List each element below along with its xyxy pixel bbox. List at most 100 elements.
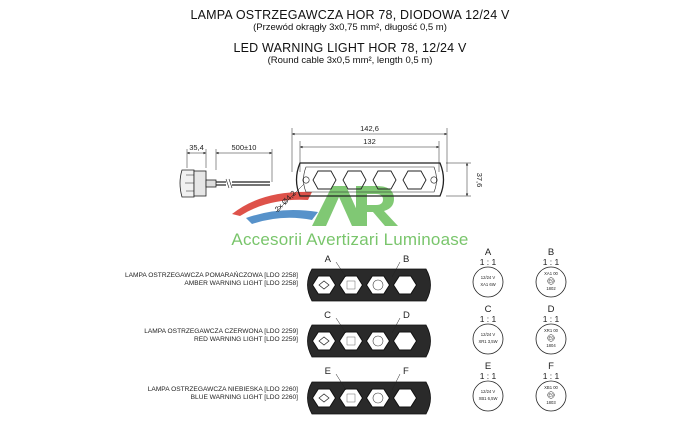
side-view	[179, 149, 273, 198]
detail-circle	[535, 323, 567, 355]
leader-line	[391, 261, 401, 278]
detail-letter: E	[485, 361, 491, 372]
lamp-segment	[365, 275, 391, 295]
lamp-segment	[338, 331, 364, 351]
lamp-segment	[338, 275, 364, 295]
marking-plate	[346, 393, 356, 403]
watermark-text: Accesorii Avertizari Luminoase	[231, 230, 469, 249]
dim-height: 37,6	[475, 173, 484, 188]
subtitle-english: (Round cable 3x0,5 mm², length 0,5 m)	[267, 55, 433, 66]
detail-scale: 1 : 1	[480, 314, 497, 324]
detail-tag-left: C	[324, 310, 331, 321]
detail-scale: 1 : 1	[543, 314, 560, 324]
marking-text: 12/24 V	[481, 389, 496, 394]
variant-label-blue: LAMPA OSTRZEGAWCZA NIEBIESKA [LDO 2260] …	[148, 386, 298, 402]
detail-circle	[472, 266, 504, 298]
dim-overall-length: 142,6	[360, 124, 379, 133]
marking-text: XR1 00	[544, 328, 559, 333]
detail-letter: C	[485, 304, 492, 315]
lamp-segment	[392, 275, 418, 295]
detail-scale: 1 : 1	[543, 371, 560, 381]
e-mark-icon	[547, 277, 555, 285]
detail-view: F1 : 1 XB1 00 E9 1803	[535, 361, 567, 412]
dim-side-depth: 35,4	[189, 143, 204, 152]
marking-text: XA1 00	[544, 271, 558, 276]
detail-letter: B	[548, 247, 554, 258]
marking-plate	[346, 280, 356, 290]
marking-plate	[346, 336, 356, 346]
detail-tag-right: D	[403, 310, 410, 321]
lamp-segment	[311, 275, 337, 295]
dim-hole-spacing: 132	[363, 137, 376, 146]
variant-label-pl: LAMPA OSTRZEGAWCZA NIEBIESKA [LDO 2260]	[147, 386, 298, 393]
detail-circle	[472, 323, 504, 355]
detail-tag-right: F	[403, 366, 409, 377]
approval-mark	[372, 335, 384, 347]
marking-text: 12/24 V	[481, 332, 496, 337]
variant-label-en: AMBER WARNING LIGHT [LDO 2258]	[184, 280, 298, 287]
marking-text: XA1 6W	[480, 282, 495, 287]
lamp-segment	[311, 331, 337, 351]
variant-label-red: LAMPA OSTRZEGAWCZA CZERWONA [LDO 2259] R…	[144, 328, 298, 344]
lamp-segment	[392, 331, 418, 351]
title-english: LED WARNING LIGHT HOR 78, 12/24 V	[233, 41, 467, 55]
lamp-segment	[338, 388, 364, 408]
marking-text: 12/24 V	[481, 275, 496, 280]
marking-text: 1802	[546, 286, 556, 291]
leader-line	[335, 373, 347, 391]
marking-text: E9	[548, 279, 554, 284]
e-mark-icon	[547, 391, 555, 399]
detail-scale: 1 : 1	[480, 371, 497, 381]
dim-cable-length: 500±10	[232, 143, 257, 152]
front-view	[275, 128, 471, 213]
marking-text: XR1 3,5W	[478, 339, 497, 344]
detail-scale: 1 : 1	[543, 257, 560, 267]
marking-text: 1804	[546, 343, 556, 348]
marking-text: E9	[548, 336, 554, 341]
e-mark-icon	[547, 334, 555, 342]
leader-line	[335, 261, 347, 278]
marking-text: E9	[548, 393, 554, 398]
variant-label-en: BLUE WARNING LIGHT [LDO 2260]	[190, 394, 298, 401]
detail-tag-right: B	[403, 254, 409, 265]
detail-circle	[472, 380, 504, 412]
variant-label-en: RED WARNING LIGHT [LDO 2259]	[193, 336, 298, 343]
marking-text: XB1 6,5W	[479, 396, 498, 401]
detail-letter: F	[548, 361, 554, 372]
approval-mark	[372, 279, 384, 291]
lamp-segment	[365, 388, 391, 408]
detail-letter: A	[485, 247, 492, 258]
detail-view: A1 : 1 12/24 V XA1 6W	[472, 247, 504, 298]
detail-letter: D	[548, 304, 555, 315]
lamp-segment	[311, 388, 337, 408]
detail-circle	[535, 266, 567, 298]
detail-view: E1 : 1 12/24 V XB1 6,5W	[472, 361, 504, 412]
variant-label-pl: LAMPA OSTRZEGAWCZA CZERWONA [LDO 2259]	[144, 328, 298, 335]
arrow-icon	[318, 393, 330, 403]
detail-scale: 1 : 1	[480, 257, 497, 267]
arrow-icon	[318, 336, 330, 346]
variant-label-pl: LAMPA OSTRZEGAWCZA POMARAŃCZOWA [LDO 225…	[124, 272, 298, 279]
subtitle-polish: (Przewód okrągły 3x0,75 mm², długość 0,5…	[253, 22, 447, 33]
detail-tag-left: A	[325, 254, 332, 265]
title-polish: LAMPA OSTRZEGAWCZA HOR 78, DIODOWA 12/24…	[190, 8, 510, 22]
detail-view: D1 : 1 XR1 00 E9 1804	[535, 304, 567, 355]
leader-line	[335, 317, 347, 334]
marking-text: XB1 00	[544, 385, 558, 390]
detail-view: B1 : 1 XA1 00 E9 1802	[535, 247, 567, 298]
lamp-segment	[365, 331, 391, 351]
lamp-segment	[392, 388, 418, 408]
leader-line	[391, 373, 401, 391]
variant-label-amber: LAMPA OSTRZEGAWCZA POMARAŃCZOWA [LDO 225…	[125, 272, 298, 288]
detail-circle	[535, 380, 567, 412]
marking-text: 1803	[546, 400, 556, 405]
arrow-icon	[318, 280, 330, 290]
detail-view: C1 : 1 12/24 V XR1 3,5W	[472, 304, 504, 355]
approval-mark	[372, 392, 384, 404]
